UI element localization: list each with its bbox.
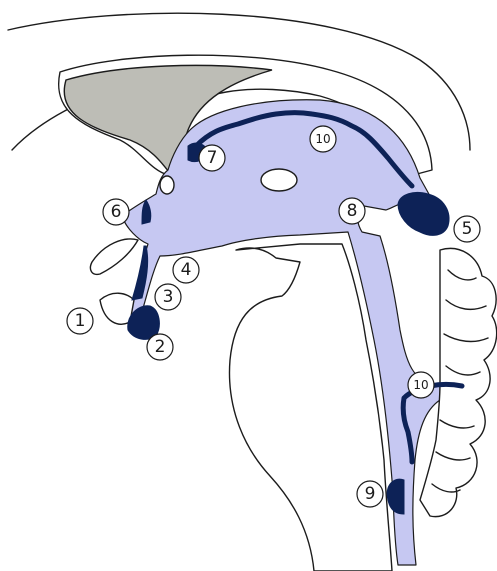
marker-3: 3 [155,284,181,310]
marker-10-upper: 10 [310,126,336,152]
marker-2-label: 2 [155,337,166,357]
marker-9: 9 [357,481,383,507]
interthalamic-adhesion [261,169,297,191]
marker-1: 1 [67,308,93,334]
organ-pineal [398,192,449,235]
marker-6: 6 [103,199,129,225]
marker-2: 2 [147,334,173,360]
marker-9-label: 9 [365,484,376,504]
marker-5-label: 5 [462,219,473,239]
marker-3-label: 3 [163,287,174,307]
marker-10-lower-label: 10 [413,378,428,392]
interventricular-foramen [160,176,174,194]
marker-10-lower: 10 [408,372,434,398]
marker-7-label: 7 [207,148,218,168]
marker-4: 4 [173,257,199,283]
marker-6-label: 6 [111,202,122,222]
marker-8: 8 [339,198,365,224]
marker-5: 5 [454,216,480,242]
marker-10-upper-label: 10 [315,132,330,146]
organ-area-postrema [387,479,404,514]
marker-4-label: 4 [181,260,192,280]
marker-8-label: 8 [347,201,358,221]
marker-1-label: 1 [75,311,86,331]
marker-7: 7 [199,145,225,171]
optic-recess-tissue [90,239,138,274]
